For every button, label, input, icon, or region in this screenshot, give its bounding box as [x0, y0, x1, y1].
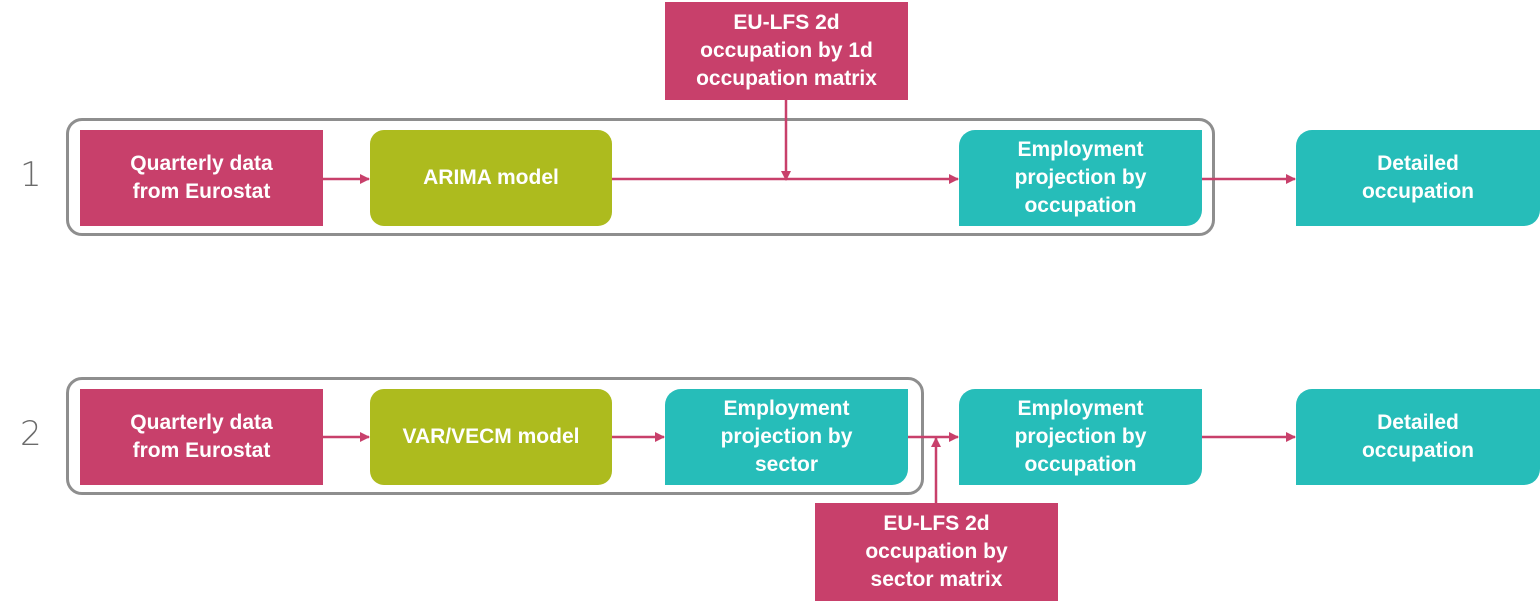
model-group-outline-1	[66, 118, 1215, 236]
source-label-2: Quarterly data from Eurostat	[130, 411, 273, 462]
projection-sector-box-2: Employment projection by sector	[665, 389, 908, 485]
model-label-2: VAR/VECM model	[402, 425, 580, 448]
model-label-1: ARIMA model	[423, 166, 559, 189]
projection-occupation-label-2: Employment projection by occupation	[1014, 397, 1147, 476]
projection-occupation-label-1: Employment projection by occupation	[1014, 138, 1147, 217]
source-box-1: Quarterly data from Eurostat	[80, 130, 323, 226]
source-box-2: Quarterly data from Eurostat	[80, 389, 323, 485]
source-label-1: Quarterly data from Eurostat	[130, 152, 273, 203]
detailed-occupation-box-2: Detailed occupation	[1296, 389, 1540, 485]
projection-occupation-box-2: Employment projection by occupation	[959, 389, 1202, 485]
detailed-occupation-label-2: Detailed occupation	[1361, 411, 1474, 462]
detailed-occupation-label-1: Detailed occupation	[1361, 152, 1474, 203]
model-box-1: ARIMA model	[370, 130, 612, 226]
matrix-box-2: EU-LFS 2d occupation by sector matrix	[815, 503, 1058, 601]
matrix-box-1: EU-LFS 2d occupation by 1d occupation ma…	[665, 2, 908, 100]
projection-occupation-box-1: Employment projection by occupation	[959, 130, 1202, 226]
row-number-1: 1	[20, 155, 42, 195]
projection-sector-label-2: Employment projection by sector	[720, 397, 853, 476]
matrix-label-2: EU-LFS 2d occupation by sector matrix	[865, 512, 1008, 591]
matrix-label-1: EU-LFS 2d occupation by 1d occupation ma…	[696, 11, 877, 90]
row-number-2: 2	[20, 414, 42, 454]
model-box-2: VAR/VECM model	[370, 389, 612, 485]
detailed-occupation-box-1: Detailed occupation	[1296, 130, 1540, 226]
